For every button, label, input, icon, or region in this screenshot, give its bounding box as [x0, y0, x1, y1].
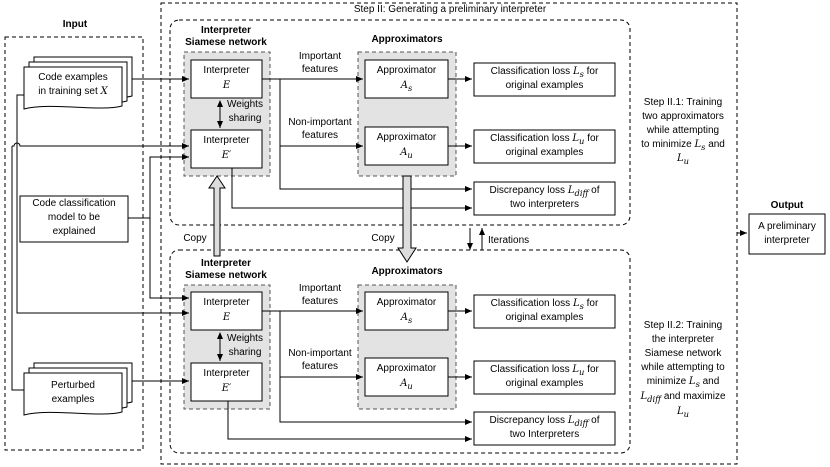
code-examples-line2: in training set X — [38, 86, 108, 97]
interpreter-e2-label-1: Interpreter — [203, 135, 250, 146]
copy-arrow-mid — [397, 175, 417, 263]
approximators-title-1: Approximators — [371, 34, 443, 45]
loss-s-2-line1: Classification loss Ls for — [490, 298, 599, 311]
approximator-s-box-1 — [364, 59, 449, 99]
loss-u-box-1 — [473, 129, 616, 164]
approx-u-label-2: Approximator — [376, 363, 437, 374]
loss-diff-2-line2: two Interpreters — [509, 429, 580, 440]
step2-title: Step II: Generating a preliminary interp… — [353, 4, 547, 15]
loss-diff-box-1 — [473, 181, 616, 216]
interpreter-e-box-1 — [190, 59, 263, 99]
perturbed-line2: examples — [51, 394, 95, 405]
interpreter-e2-label-2: Interpreter — [203, 368, 250, 379]
important-features-1-line1: Important — [298, 51, 342, 62]
step2-1-desc-line3: while attempting — [646, 125, 720, 136]
siamese-title-2-line1: Interpreter — [200, 258, 251, 269]
step2-1-desc-line2: two approximators — [642, 111, 724, 122]
loss-s-1-line2: original examples — [505, 80, 584, 91]
loss-u-2-line1: Classification loss Lu for — [490, 364, 599, 377]
input-panel — [4, 36, 144, 451]
weights-sharing-1-line2: sharing — [228, 113, 262, 124]
loss-s-box-2 — [473, 294, 616, 329]
interpreter-e-symbol-1: E — [222, 80, 231, 91]
perturbed-stack — [23, 362, 133, 416]
approx-s-symbol-1: As — [400, 80, 413, 93]
step2-1-desc-line5: Lu — [676, 153, 689, 166]
approx-u-label-1: Approximator — [376, 132, 437, 143]
siamese-title-1-line2: Siamese network — [185, 37, 267, 48]
non-important-features-2-line2: features — [301, 361, 339, 372]
code-examples-line1: Code examples — [38, 72, 108, 83]
loss-diff-2-line1: Discrepancy loss Ldiff of — [489, 415, 600, 428]
weights-sharing-2-line1: Weights — [227, 333, 263, 344]
important-features-1-line2: features — [301, 64, 339, 75]
loss-diff-1-line2: two interpreters — [510, 199, 579, 210]
non-important-features-1-line1: Non-important — [288, 117, 352, 128]
interpreter-e-label-2: Interpreter — [203, 297, 250, 308]
approximators-title-2: Approximators — [371, 266, 443, 277]
step2-1-desc-line4: to minimize Ls and — [641, 139, 725, 152]
step2-1-desc-line1: Step II.1: Training — [643, 97, 723, 108]
approximator-u-box-1 — [364, 126, 449, 166]
code-examples-stack — [23, 56, 133, 110]
copy-label-left: Copy — [183, 233, 207, 244]
loss-u-2-line2: original examples — [505, 378, 584, 389]
step2-2-desc-line1: Step II.2: Training — [643, 320, 723, 331]
loss-s-1-line1: Classification loss Ls for — [490, 66, 599, 79]
loss-diff-box-2 — [473, 411, 616, 446]
non-important-features-2-line1: Non-important — [288, 348, 352, 359]
interpreter-e-label-1: Interpreter — [203, 65, 250, 76]
interpreter-e2-box-1 — [190, 129, 263, 169]
model-line1: Code classification — [32, 198, 116, 209]
step2-1-panel — [169, 19, 631, 226]
approx-u-symbol-2: Au — [400, 378, 413, 391]
step2-2-desc-line3: Siamese network — [644, 348, 722, 359]
interpreter-e2-symbol-2: E′ — [221, 383, 232, 394]
approx-s-symbol-2: As — [400, 312, 413, 325]
siamese-title-1-line1: Interpreter — [200, 25, 251, 36]
model-box — [19, 195, 129, 243]
interpreter-e2-symbol-1: E′ — [221, 150, 232, 161]
loss-diff-1-line1: Discrepancy loss Ldiff of — [489, 185, 600, 198]
weights-sharing-2-line2: sharing — [228, 347, 262, 358]
interpreter-e2-box-2 — [190, 362, 263, 402]
step2-2-desc-line6: Ldiff and maximize — [640, 391, 726, 404]
step2-2-desc-line7: Lu — [676, 406, 689, 419]
weights-sharing-1-line1: Weights — [227, 99, 263, 110]
loss-u-1-line1: Classification loss Lu for — [490, 133, 599, 146]
interpreter-e-symbol-2: E — [222, 312, 231, 323]
approximator-s-box-2 — [364, 291, 449, 331]
input-title: Input — [62, 19, 88, 30]
loss-s-2-line2: original examples — [505, 312, 584, 323]
step2-2-desc-line4: while attempting to — [641, 362, 725, 373]
output-title: Output — [770, 200, 804, 211]
approx-u-symbol-1: Au — [400, 147, 413, 160]
model-line3: explained — [52, 226, 96, 237]
approx-s-label-1: Approximator — [376, 65, 437, 76]
approx-s-label-2: Approximator — [376, 297, 437, 308]
iterations-label: Iterations — [488, 235, 530, 246]
important-features-2-line2: features — [301, 296, 339, 307]
step2-2-desc-line5: minimize Ls and — [646, 376, 720, 389]
output-box — [748, 213, 826, 255]
copy-arrow-left — [208, 175, 226, 257]
loss-s-box-1 — [473, 62, 616, 97]
copy-label-mid: Copy — [371, 233, 395, 244]
model-line2: model to be — [47, 212, 101, 223]
connectors — [11, 76, 747, 442]
non-important-features-1-line2: features — [301, 130, 339, 141]
loss-u-box-2 — [473, 360, 616, 395]
step2-2-desc-line2: the interpreter — [651, 334, 715, 345]
output-line1: A preliminary — [758, 221, 816, 232]
perturbed-line1: Perturbed — [51, 380, 95, 391]
loss-u-1-line2: original examples — [505, 147, 584, 158]
output-line2: interpreter — [764, 235, 810, 246]
important-features-2-line1: Important — [298, 283, 342, 294]
siamese-title-2-line2: Siamese network — [185, 270, 267, 281]
